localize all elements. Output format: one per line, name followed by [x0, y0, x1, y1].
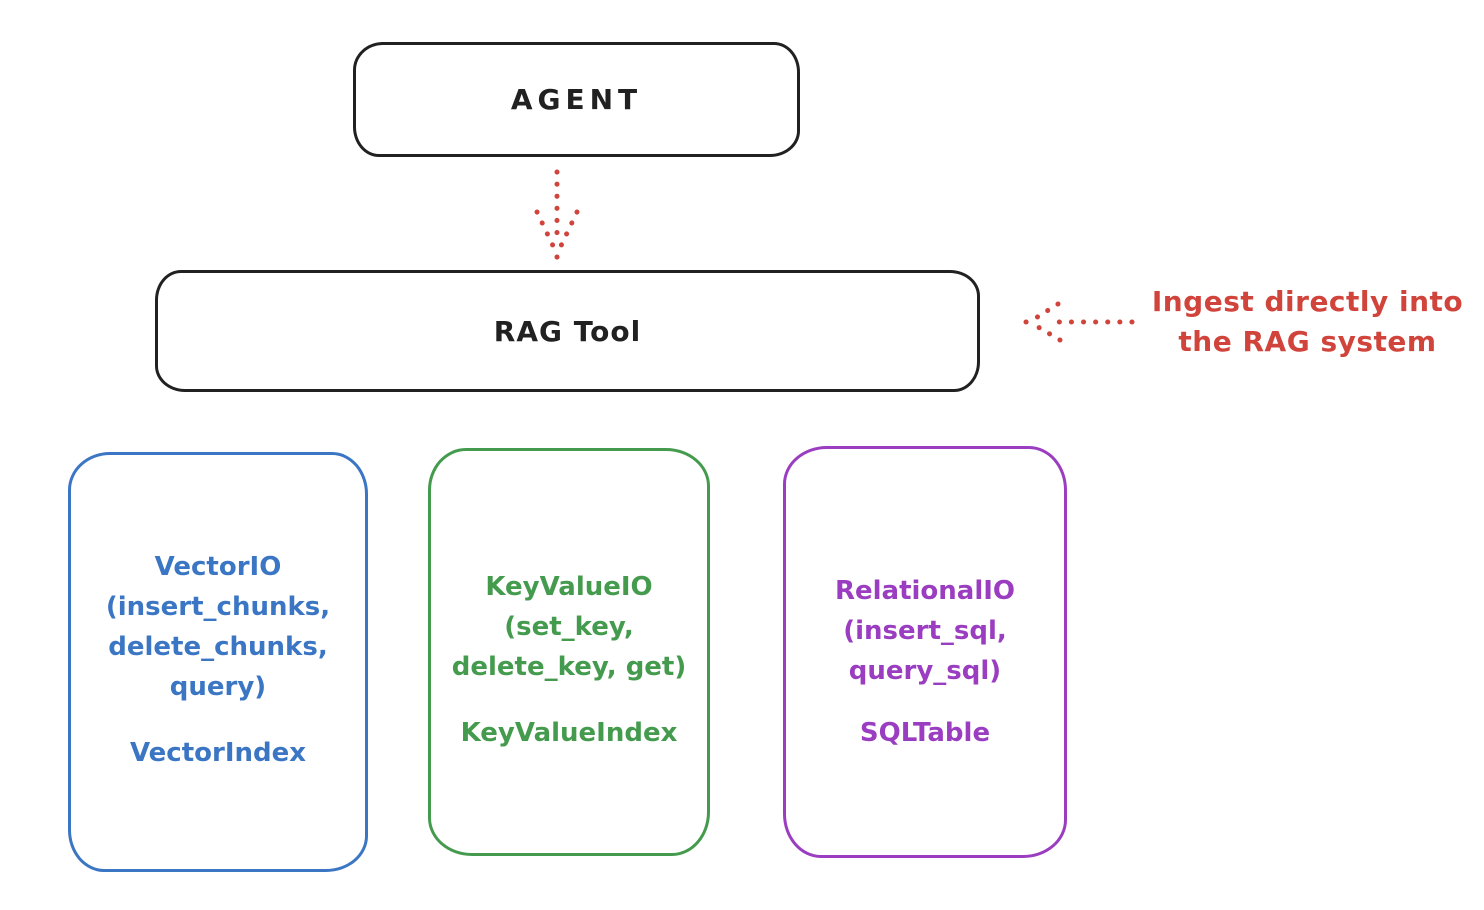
- arrow-head-right-wing: [556, 209, 580, 253]
- vector-io-node: VectorIO (insert_chunks, delete_chunks, …: [68, 452, 368, 872]
- keyvalue-io-methods-line2: delete_key, get): [451, 652, 687, 682]
- annotation-to-ragtool-arrow: [1023, 301, 1135, 343]
- vector-io-methods-line3: query): [169, 672, 267, 702]
- vector-io-methods-line1: (insert_chunks,: [105, 592, 331, 622]
- agent-label: AGENT: [510, 83, 643, 116]
- ingest-annotation-line1: Ingest directly into: [1151, 285, 1464, 318]
- agent-node: AGENT: [353, 42, 800, 157]
- rag-tool-node: RAG Tool: [155, 270, 980, 392]
- arrow-head-lower-wing: [1030, 321, 1063, 343]
- agent-to-ragtool-arrow: [534, 169, 580, 260]
- keyvalue-io-methods-line1: (set_key,: [504, 612, 634, 642]
- relational-io-methods-line1: (insert_sql,: [843, 616, 1007, 646]
- keyvalue-io-node: KeyValueIO (set_key, delete_key, get) Ke…: [428, 448, 710, 856]
- sql-table-label: SQLTable: [859, 718, 991, 748]
- relational-io-methods-line2: query_sql): [848, 656, 1002, 686]
- keyvalue-index-label: KeyValueIndex: [460, 718, 678, 748]
- relational-io-node: RelationalIO (insert_sql, query_sql) SQL…: [783, 446, 1067, 858]
- vector-index-label: VectorIndex: [129, 738, 307, 768]
- arrow-head-upper-wing: [1028, 301, 1061, 324]
- vector-io-title: VectorIO: [154, 552, 282, 582]
- vector-io-methods-line2: delete_chunks,: [108, 632, 328, 662]
- ingest-annotation: Ingest directly into the RAG system: [1140, 282, 1475, 362]
- arrow-head-left-wing: [534, 209, 558, 253]
- relational-io-title: RelationalIO: [834, 576, 1016, 606]
- keyvalue-io-title: KeyValueIO: [485, 572, 653, 602]
- rag-tool-label: RAG Tool: [493, 314, 642, 348]
- ingest-annotation-line2: the RAG system: [1178, 325, 1437, 358]
